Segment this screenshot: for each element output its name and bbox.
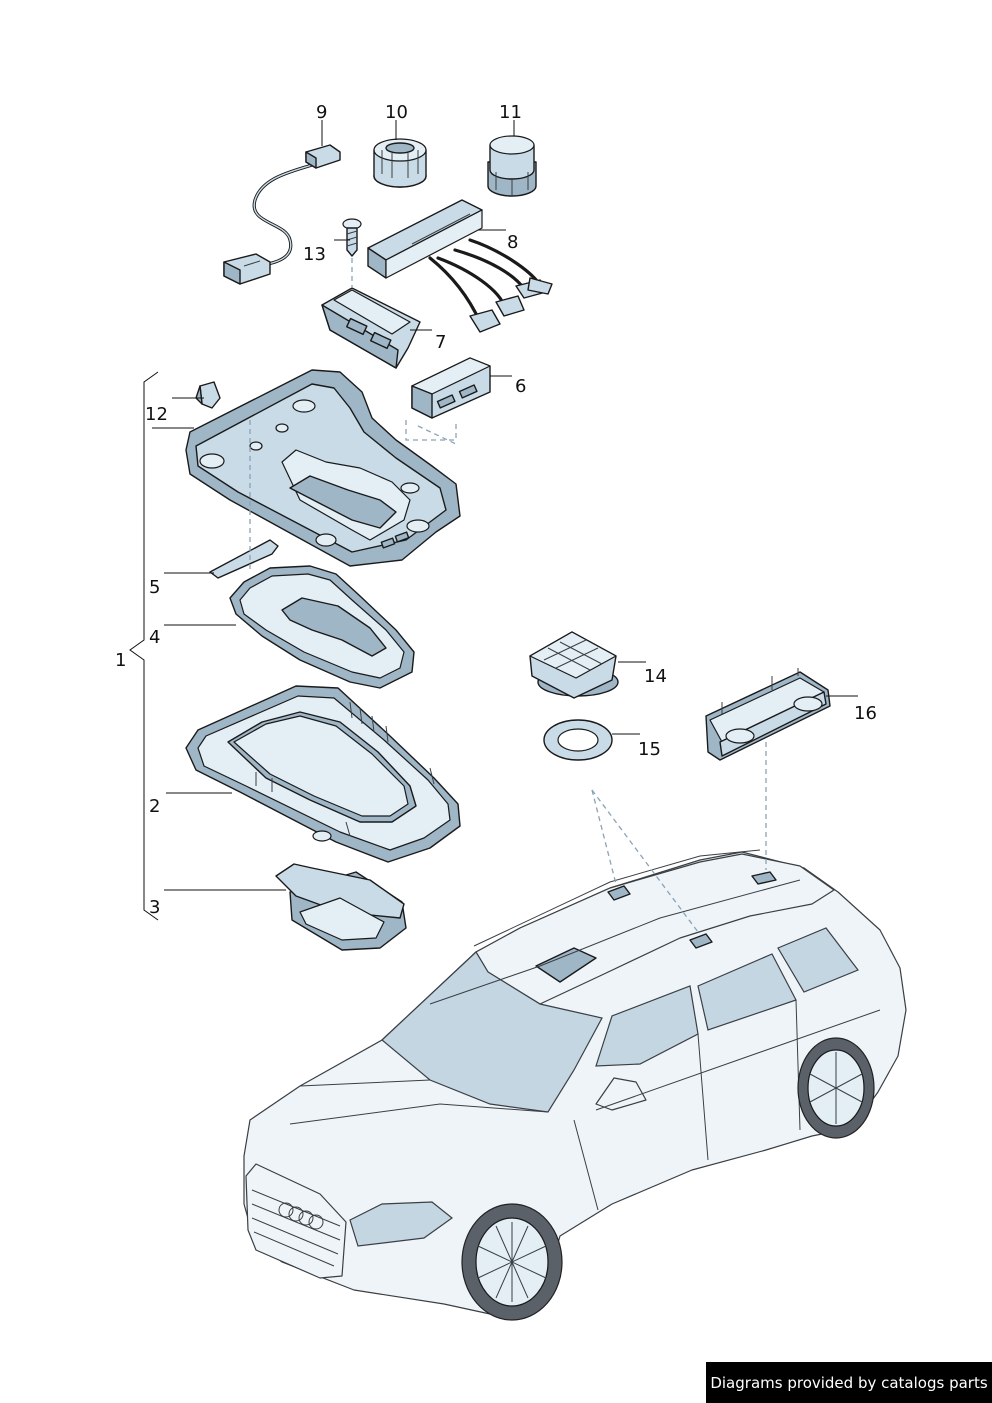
callout-10: 10 bbox=[385, 102, 408, 123]
part-11-lamp-cap bbox=[487, 135, 537, 197]
assembly-bracket bbox=[129, 371, 159, 921]
part-3-compartment bbox=[275, 863, 407, 951]
part-9-cable-harness bbox=[223, 144, 341, 285]
callout-16: 16 bbox=[854, 703, 877, 724]
callout-9: 9 bbox=[316, 102, 327, 123]
part-15-ring bbox=[543, 719, 613, 761]
part-16-reading-lamp bbox=[705, 668, 831, 761]
location-dash-lines bbox=[249, 258, 767, 933]
callout-7: 7 bbox=[435, 332, 446, 353]
part-5-strip bbox=[209, 539, 279, 579]
callout-1: 1 bbox=[115, 650, 126, 671]
callout-11: 11 bbox=[499, 102, 522, 123]
callout-6: 6 bbox=[515, 376, 526, 397]
brand-rings-logo bbox=[278, 1202, 324, 1230]
part-13-screw bbox=[342, 218, 362, 257]
callout-4: 4 bbox=[149, 627, 160, 648]
callout-3: 3 bbox=[149, 897, 160, 918]
callout-2: 2 bbox=[149, 796, 160, 817]
part-4-gasket bbox=[229, 565, 415, 689]
callout-5: 5 bbox=[149, 577, 160, 598]
part-8-control-module bbox=[367, 199, 553, 333]
part-12-clip bbox=[195, 381, 221, 409]
callout-15: 15 bbox=[638, 739, 661, 760]
part-10-socket bbox=[373, 138, 427, 188]
callout-13: 13 bbox=[303, 244, 326, 265]
part-2-frame bbox=[185, 685, 461, 863]
overhead-console bbox=[185, 369, 461, 567]
leader-lines bbox=[152, 120, 858, 891]
part-14-module bbox=[529, 631, 619, 699]
part-7-switch-housing bbox=[321, 287, 421, 369]
vehicle-illustration bbox=[243, 849, 907, 1321]
part-6-switch bbox=[411, 357, 491, 419]
catalog-credit-text: Diagrams provided by catalogs parts bbox=[710, 1373, 988, 1392]
callout-labels: 1 2 3 4 5 6 7 8 9 10 11 12 13 14 15 16 bbox=[115, 102, 877, 918]
callout-12: 12 bbox=[145, 404, 168, 425]
callout-14: 14 bbox=[644, 666, 667, 687]
catalog-credit-badge: Diagrams provided by catalogs parts bbox=[706, 1362, 992, 1403]
callout-8: 8 bbox=[507, 232, 518, 253]
